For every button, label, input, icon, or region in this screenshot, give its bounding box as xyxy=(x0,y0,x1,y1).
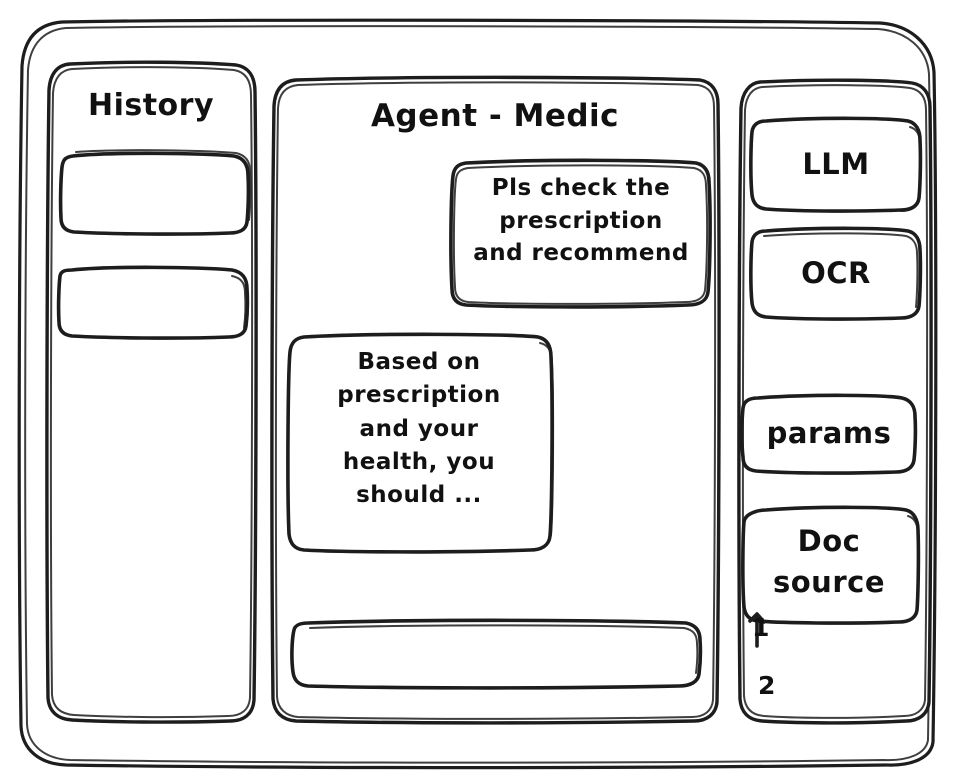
doc-source-item-1-label: 1 xyxy=(752,613,770,642)
agent-message-text: Based on prescription and your health, y… xyxy=(337,349,501,509)
ocr-button[interactable]: OCR xyxy=(752,228,920,320)
params-button[interactable]: params xyxy=(743,395,915,474)
doc-source-item-2-label: 2 xyxy=(758,671,776,700)
history-item-1[interactable] xyxy=(58,152,250,236)
llm-button[interactable]: LLM xyxy=(752,118,920,212)
params-button-label: params xyxy=(766,416,892,450)
agent-message-bubble: Based on prescription and your health, y… xyxy=(289,335,553,552)
chat-panel-title: Agent - Medic xyxy=(370,98,620,134)
history-item-2[interactable] xyxy=(57,266,249,340)
user-message-text: Pls check the prescription and recommend xyxy=(473,175,689,267)
doc-source-button-label: Doc source xyxy=(773,524,885,599)
llm-button-label: LLM xyxy=(802,147,870,181)
user-message-bubble: Pls check the prescription and recommend xyxy=(452,161,710,307)
history-panel-title: History xyxy=(87,88,215,123)
doc-source-item-1[interactable]: 1 xyxy=(748,608,808,650)
composer-input[interactable] xyxy=(293,621,701,687)
doc-source-item-2[interactable]: 2 xyxy=(754,666,814,708)
ocr-button-label: OCR xyxy=(801,256,871,290)
doc-source-button[interactable]: Doc source xyxy=(744,507,918,624)
